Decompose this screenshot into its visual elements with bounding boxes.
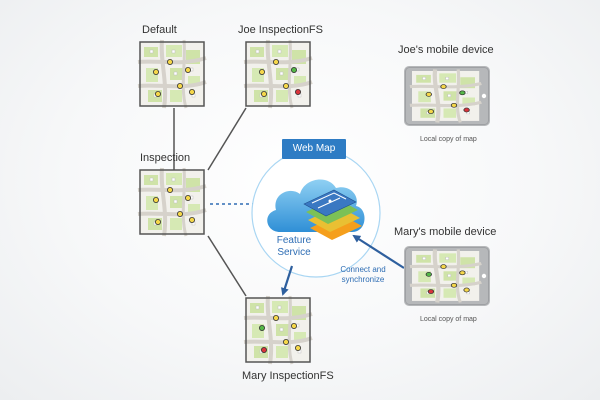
device-title-joe: Joe's mobile device <box>398 44 494 56</box>
sync-label: Connect and synchronize <box>340 265 386 284</box>
joe-tablet <box>404 66 490 126</box>
map-default <box>136 38 208 110</box>
version-connectors <box>173 107 247 297</box>
mary-tablet <box>404 246 490 306</box>
connector-inspection-mary <box>207 235 247 297</box>
layer-stack-icon <box>303 189 362 240</box>
map-inspection <box>136 166 208 238</box>
version-label-default: Default <box>142 24 177 36</box>
version-label-mary: Mary InspectionFS <box>242 370 334 382</box>
device-caption-joe: Local copy of map <box>420 136 477 143</box>
version-label-inspection: Inspection <box>140 152 191 164</box>
connector-inspection-joe <box>207 107 247 171</box>
web-map-button[interactable]: Web Map <box>282 139 346 159</box>
device-title-mary: Mary's mobile device <box>394 226 497 238</box>
map-mary-inspection <box>242 294 314 366</box>
home-button-icon <box>481 273 487 279</box>
feature-service-label: Feature Service <box>276 235 312 258</box>
version-label-joe: Joe InspectionFS <box>238 24 323 36</box>
home-button-icon <box>481 93 487 99</box>
feature-service-cloud <box>251 148 381 278</box>
map-joe-inspection <box>242 38 314 110</box>
arrow-mary-device-to-service <box>352 234 405 269</box>
arrow-to-mary-version <box>281 265 294 296</box>
device-caption-mary: Local copy of map <box>420 316 477 323</box>
